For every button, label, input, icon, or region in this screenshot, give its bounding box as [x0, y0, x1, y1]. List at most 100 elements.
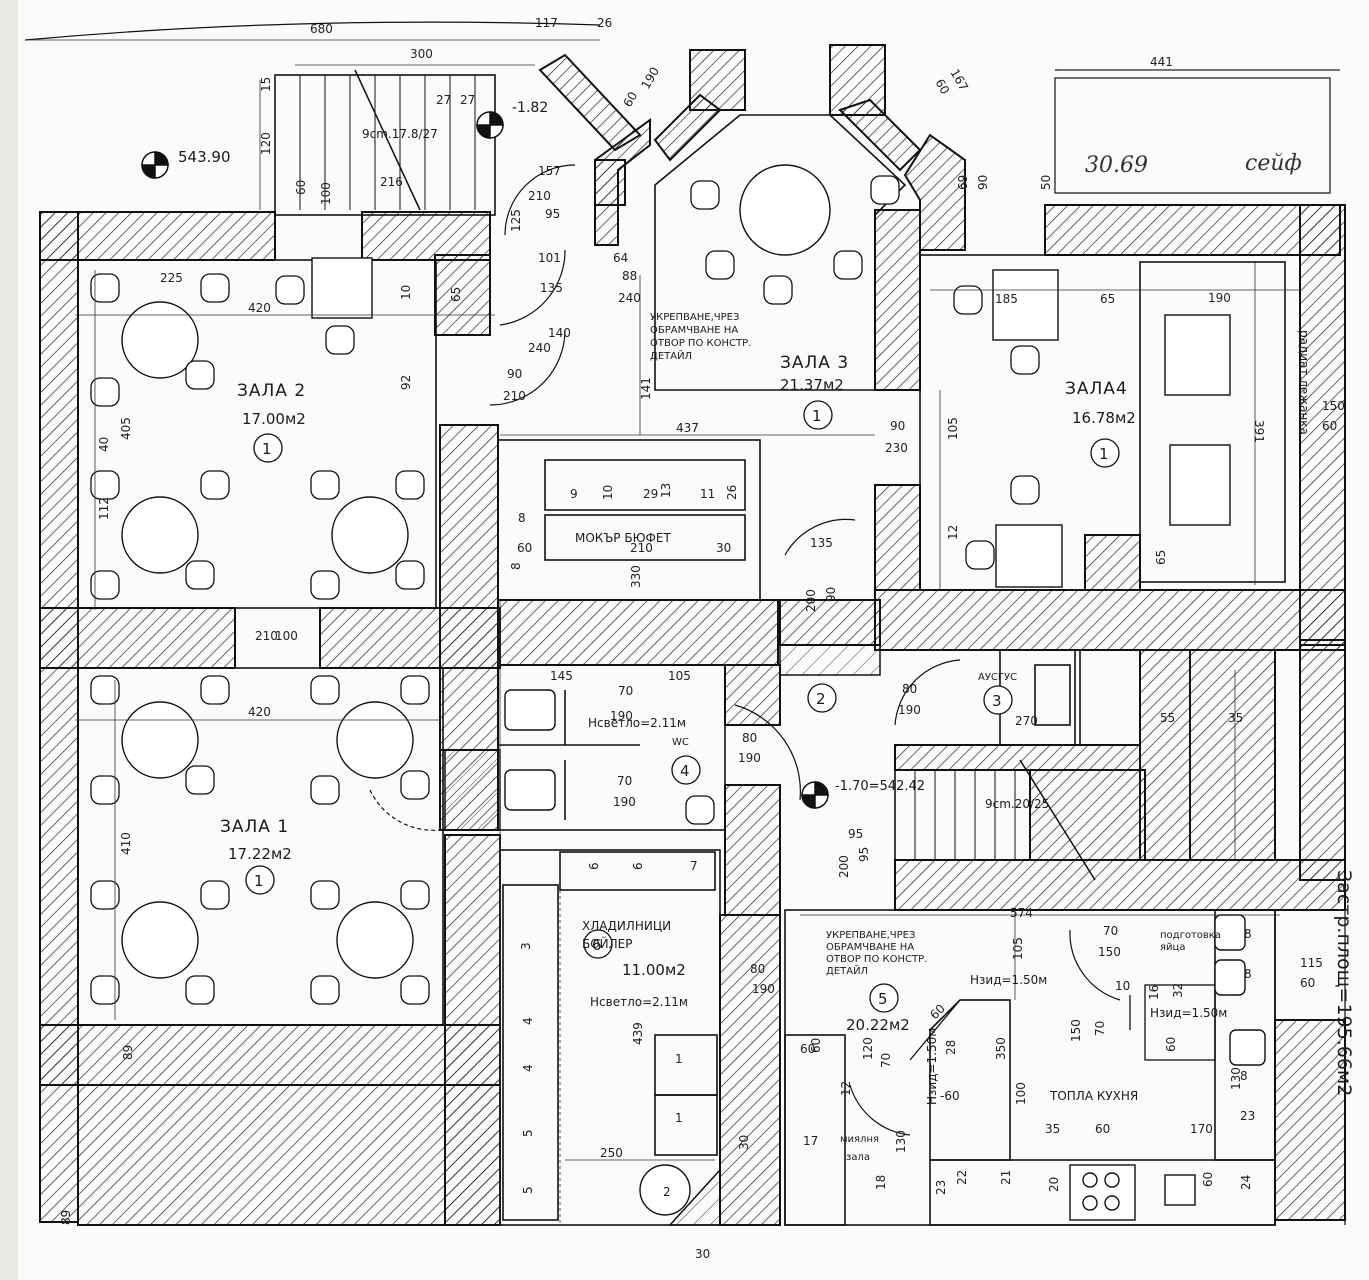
- dim-a190: 190: [898, 703, 921, 717]
- dim-d69: 69: [956, 175, 970, 190]
- dim-d90a: 90: [507, 367, 522, 381]
- dim-d210b: 210: [503, 389, 526, 403]
- dim-w80: 80: [742, 731, 757, 745]
- dim-k130b: 130: [894, 1130, 908, 1153]
- dim-d90c: 90: [976, 175, 990, 190]
- wall-central-vertical: [439, 424, 499, 751]
- dim-k120: 120: [861, 1037, 875, 1060]
- dim-k70c: 70: [879, 1053, 893, 1068]
- dim-k10: 10: [1115, 979, 1130, 993]
- note-prep-1: подготовка: [1160, 930, 1221, 941]
- dim-top_680: 680: [310, 22, 333, 36]
- bar-counter: [544, 514, 746, 561]
- level-543-90: 543.90: [178, 148, 231, 166]
- dim-b26: 26: [725, 485, 739, 500]
- dim-d210c: 210: [255, 629, 278, 643]
- dim-s80: 80: [750, 962, 765, 976]
- walls: [39, 44, 1346, 1226]
- note-reinforcement-2c: ОТВОР ПО КОНСТР.: [826, 954, 927, 965]
- dim-d90d: 90: [824, 587, 838, 602]
- wc-outline: [497, 664, 726, 831]
- dim-s5b: 5: [521, 1186, 535, 1194]
- dim-d391: 391: [1252, 420, 1266, 443]
- room-number-kitchen: 5: [878, 990, 888, 1008]
- dim-d100: 100: [319, 182, 333, 205]
- chair: [685, 795, 715, 825]
- chair: [90, 975, 120, 1005]
- dim-k23b: 23: [934, 1180, 948, 1195]
- dim-k60c: 60: [800, 1042, 815, 1056]
- note-dishwash-1: миялня: [840, 1134, 879, 1145]
- dim-k100: 100: [1014, 1082, 1028, 1105]
- dim-d101: 101: [538, 251, 561, 265]
- room-name-zala2: ЗАЛА 2: [237, 381, 306, 401]
- room-number-zala4: 1: [1099, 445, 1109, 463]
- note-radiator: радиат.лежанка: [1297, 330, 1311, 435]
- dim-d141: 141: [639, 377, 653, 400]
- table-zala2-a: [121, 301, 199, 379]
- dim-d135b: 135: [810, 536, 833, 550]
- wall-zala4-lower-left: [874, 484, 921, 591]
- dim-k18: 18: [874, 1175, 888, 1190]
- wall-bay-top-right-block: [829, 44, 886, 116]
- dim-k35: 35: [1045, 1122, 1060, 1136]
- wall-top-zala2: [39, 211, 276, 261]
- table-zala1-d: [336, 901, 414, 979]
- note-reinforcement-1c: ОТВОР ПО КОНСТР.: [650, 338, 751, 349]
- room-area-zala2: 17.00м2: [242, 410, 306, 428]
- room-number-zala1: 1: [254, 872, 264, 890]
- duct-kitchen: [779, 644, 881, 676]
- ausgus-right-room: [1079, 649, 1141, 746]
- level-markers: [141, 111, 829, 809]
- dim-d40: 40: [97, 437, 111, 452]
- dim-b9: 9: [570, 487, 578, 501]
- chair: [200, 273, 230, 303]
- wall-zala4-bottom-pier: [1084, 534, 1141, 591]
- wall-entry-slant: [538, 53, 642, 152]
- room-name-wc: WC: [672, 737, 689, 748]
- storage-fridge-2: [654, 1094, 718, 1156]
- room-area-zala1: 17.22м2: [228, 845, 292, 863]
- chair: [200, 675, 230, 705]
- chair: [965, 540, 995, 570]
- wall-zala3-bottom-right: [779, 599, 881, 646]
- dim-top_300: 300: [410, 47, 433, 61]
- dim-bot_89b: 89: [121, 1045, 135, 1060]
- dim-s6a: 6: [587, 862, 601, 870]
- dim-k60g: 60: [1201, 1172, 1215, 1187]
- dim-s5a: 5: [521, 1129, 535, 1137]
- wall-stair-right: [1029, 769, 1146, 861]
- dim-a35: 35: [1228, 711, 1243, 725]
- dim-w145: 145: [550, 669, 573, 683]
- note-hzid-1: Нзид=1.50м: [970, 973, 1047, 987]
- chair: [185, 360, 215, 390]
- dim-w190b: 190: [738, 751, 761, 765]
- chair: [275, 275, 305, 305]
- dim-a270: 270: [1015, 714, 1038, 728]
- kitchen-interior-lines: [909, 984, 1216, 1061]
- zala2-outline: [77, 259, 437, 609]
- chair: [185, 975, 215, 1005]
- dim-k22: 22: [955, 1170, 969, 1185]
- dim-d210a: 210: [528, 189, 551, 203]
- dim-bot_89: 89: [59, 1210, 73, 1225]
- table-zala3: [739, 164, 831, 256]
- chair: [1010, 345, 1040, 375]
- chair: [833, 250, 863, 280]
- dim-s2: 2: [663, 1185, 671, 1199]
- dim-k60b: 60: [1300, 976, 1315, 990]
- wall-wc-lower: [724, 784, 781, 916]
- dim-s1b: 1: [675, 1111, 683, 1125]
- storage-round-unit: [639, 1164, 691, 1216]
- grill: [1164, 1174, 1196, 1206]
- dim-s4a: 4: [521, 1017, 535, 1025]
- dim-s7: 7: [690, 859, 698, 873]
- dim-k16: 16: [1147, 985, 1161, 1000]
- chair: [400, 675, 430, 705]
- room-number-storage: 6: [592, 936, 602, 954]
- chair: [395, 470, 425, 500]
- dim-w105: 105: [668, 669, 691, 683]
- chair: [400, 975, 430, 1005]
- dim-a80: 80: [902, 682, 917, 696]
